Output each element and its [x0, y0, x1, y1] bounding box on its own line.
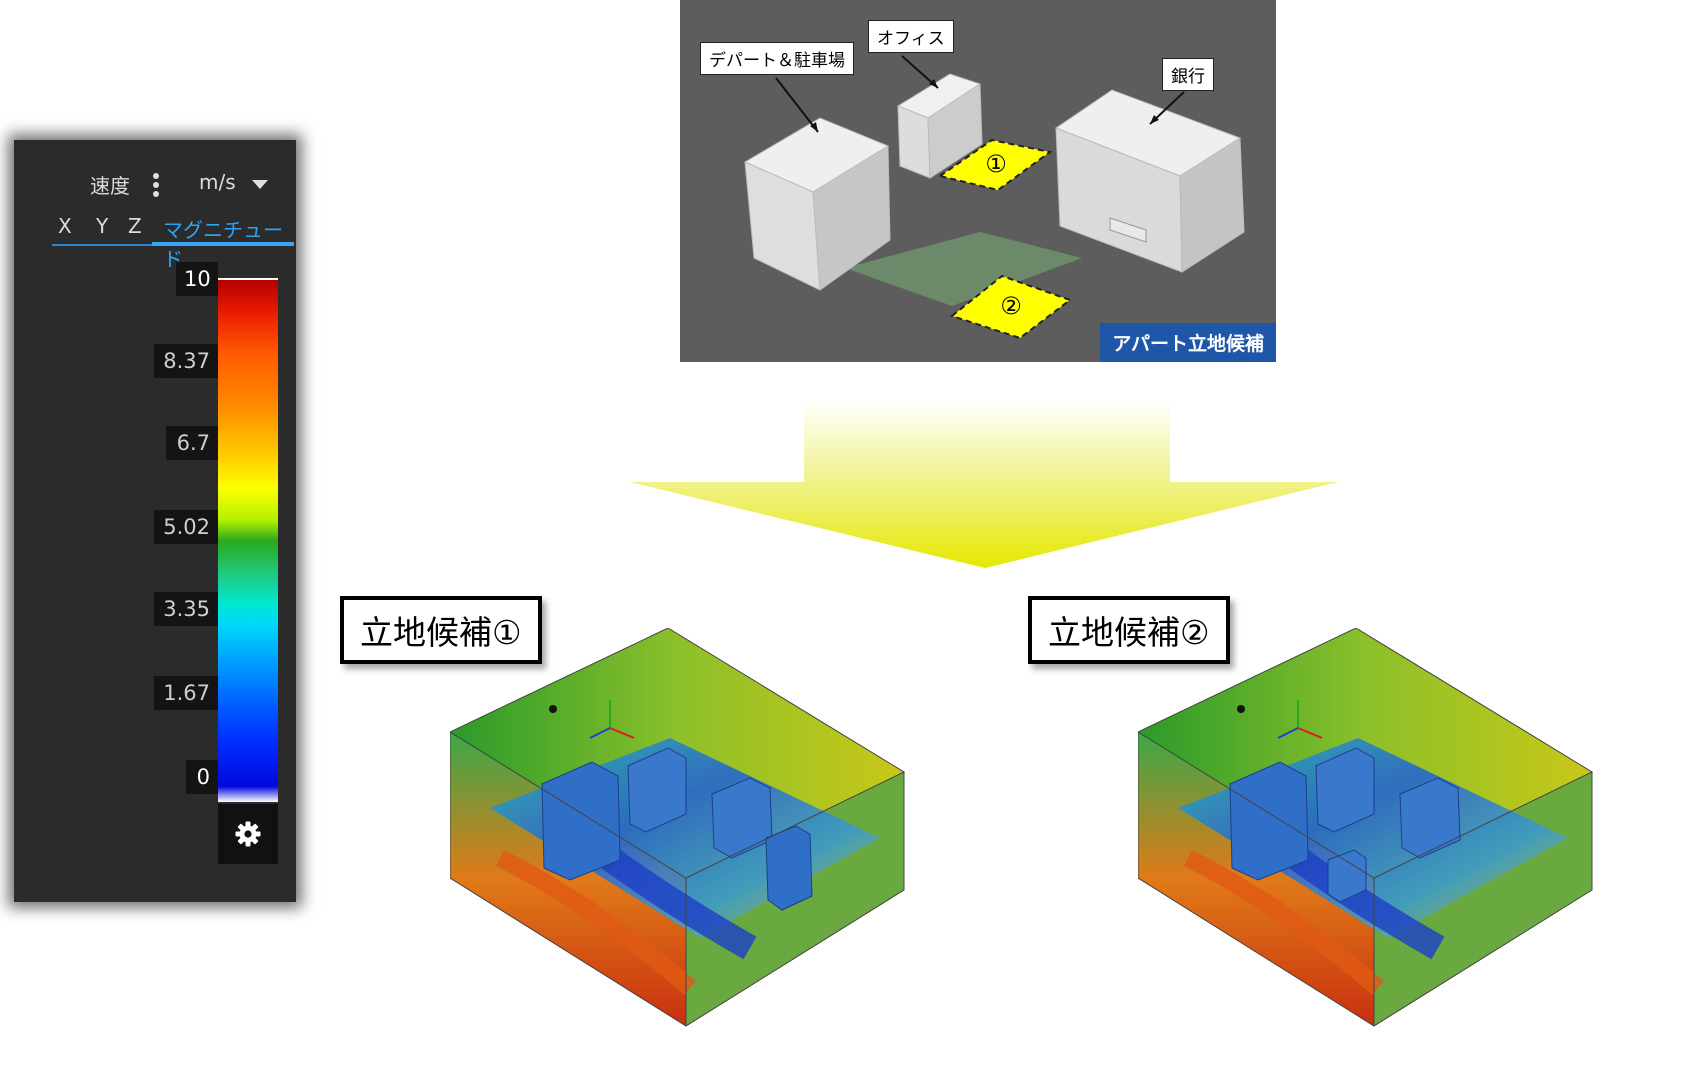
domain-outline — [450, 628, 906, 1027]
axis-x-icon — [609, 727, 635, 739]
tick-label-max[interactable]: 10 — [176, 262, 218, 296]
component-tabs: X Y Z マグニチュード — [38, 214, 294, 271]
candidate-2-simulation — [1138, 628, 1594, 1027]
bank-side — [1179, 137, 1245, 273]
domain-outline — [1138, 628, 1594, 1027]
gear-icon — [235, 821, 261, 847]
colorbar-max-marker — [218, 278, 278, 280]
building-site-2 — [1327, 849, 1367, 903]
legend-settings-button[interactable] — [218, 804, 278, 864]
tick-label: 3.35 — [154, 592, 218, 626]
bank-pointer-head — [1150, 115, 1159, 124]
quantity-label: 速度 — [90, 174, 130, 198]
axis-z-icon — [589, 727, 611, 739]
unit-label[interactable]: m/s — [199, 170, 236, 194]
building-department — [1229, 761, 1309, 881]
office-side — [927, 83, 983, 179]
site-2-marker — [949, 274, 1073, 340]
axis-x-icon — [1297, 727, 1323, 739]
department-store-label: デパート＆駐車場 — [700, 42, 854, 75]
dept-pointer — [775, 77, 819, 133]
legend-header: 速度 m/s — [14, 170, 296, 200]
tick-label: 6.7 — [166, 426, 218, 460]
bank-entrance — [1109, 217, 1147, 243]
candidate-1-label: 立地候補① — [340, 596, 542, 664]
office-front — [897, 105, 931, 179]
building-department — [541, 761, 621, 881]
candidate-2-label: 立地候補② — [1028, 596, 1230, 664]
parking-area — [845, 232, 1082, 306]
tab-z[interactable]: Z — [128, 214, 142, 238]
dept-pointer-head — [810, 122, 818, 132]
active-tab-indicator — [152, 242, 294, 246]
candidate-1-simulation — [450, 628, 906, 1027]
site-2-number: ② — [1000, 292, 1022, 320]
site-overview-image: ① ② デパート＆駐車場 オフィス 銀行 アパート立地候補 — [680, 0, 1276, 362]
tab-y[interactable]: Y — [96, 214, 109, 238]
axis-z-icon — [1277, 727, 1299, 739]
apartment-site-tag: アパート立地候補 — [1100, 323, 1276, 362]
down-arrow-icon — [630, 400, 1338, 568]
department-store-side — [812, 145, 891, 291]
tab-x[interactable]: X — [58, 214, 72, 238]
chevron-down-icon[interactable] — [252, 180, 268, 189]
office-label: オフィス — [868, 20, 954, 53]
velocity-legend-panel: 速度 m/s X Y Z マグニチュード 10 8.37 6.7 5.02 3.… — [14, 140, 296, 902]
wake-streak — [495, 849, 696, 995]
office-pointer-head — [929, 79, 938, 88]
building-office — [1315, 747, 1375, 833]
site-1-number: ① — [985, 150, 1007, 178]
more-vert-icon[interactable] — [152, 172, 160, 198]
tick-label: 8.37 — [154, 344, 218, 378]
bank-label: 銀行 — [1162, 58, 1214, 91]
origin-marker — [1237, 705, 1245, 713]
scene-3d-view: ① ② — [743, 55, 1245, 340]
building-bank — [765, 825, 813, 911]
site-1-marker — [937, 138, 1053, 192]
building-office — [627, 747, 687, 833]
wake-streak — [1183, 849, 1384, 995]
color-scale-bar — [218, 280, 278, 802]
tick-label: 1.67 — [154, 676, 218, 710]
building-bank — [1399, 777, 1461, 859]
origin-marker — [549, 705, 557, 713]
tick-label: 5.02 — [154, 510, 218, 544]
tick-label-min[interactable]: 0 — [186, 760, 218, 794]
